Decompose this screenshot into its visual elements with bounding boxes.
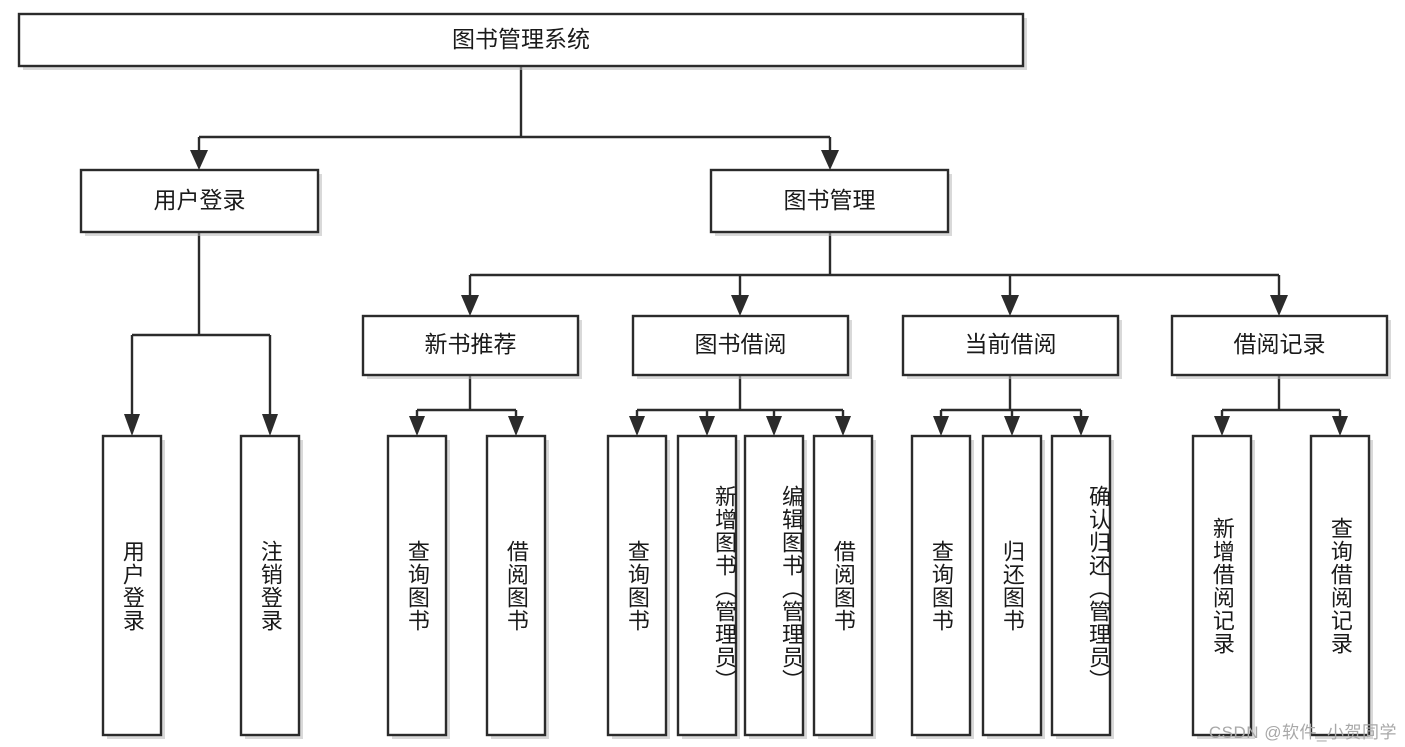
arrowhead-leaf-edit-book [766, 416, 782, 436]
leaf-node-edit-book[interactable] [743, 434, 807, 739]
leaf-node-add-borrow-record[interactable] [1191, 434, 1255, 739]
leaf-query-book-recommend-rect [386, 434, 448, 737]
book-management-label: 图书管理 [784, 187, 876, 213]
borrow-record-label: 借阅记录 [1234, 331, 1326, 357]
leaf-query-borrow-record-rect [1309, 434, 1371, 737]
connector-group [124, 66, 1348, 436]
arrowhead-leaf-user-login [124, 414, 140, 436]
arrowhead-leaf-add-book [699, 416, 715, 436]
arrowhead-current-borrow [1001, 295, 1019, 316]
leaf-node-query-book-borrow[interactable] [606, 434, 670, 739]
leaf-return-book-rect [981, 434, 1043, 737]
book-borrow-rect [631, 314, 850, 377]
user-login-label: 用户登录 [154, 187, 246, 213]
arrowhead-leaf-query-borrow-record [1332, 416, 1348, 436]
node-borrow-record[interactable]: 借阅记录 [1170, 314, 1391, 379]
node-book-borrow[interactable]: 图书借阅 [631, 314, 852, 379]
arrowhead-book-borrow [731, 295, 749, 316]
leaf-logout-login-rect [239, 434, 301, 737]
leaf-edit-book-rect [743, 434, 805, 737]
leaf-node-logout-login[interactable] [239, 434, 303, 739]
arrowhead-leaf-borrow-book [835, 416, 851, 436]
arrowhead-leaf-query-book-current [933, 416, 949, 436]
root-rect [17, 12, 1025, 68]
arrowhead-leaf-borrow-book-recommend [508, 416, 524, 436]
arrowhead-borrow-record [1270, 295, 1288, 316]
arrowhead-new-book-recommend [461, 295, 479, 316]
leaf-node-borrow-book-recommend[interactable] [485, 434, 549, 739]
leaf-confirm-return-rect [1050, 434, 1112, 737]
arrowhead-leaf-logout-login [262, 414, 278, 436]
arrowhead-user-login [190, 150, 208, 170]
arrowhead-leaf-query-book-recommend [409, 416, 425, 436]
arrowhead-leaf-add-borrow-record [1214, 416, 1230, 436]
leaf-node-query-borrow-record[interactable] [1309, 434, 1373, 739]
leaf-borrow-book-rect [812, 434, 874, 737]
arrowhead-leaf-return-book [1004, 416, 1020, 436]
leaf-user-login-rect [101, 434, 163, 737]
leaf-query-book-current-rect [910, 434, 972, 737]
leaf-node-query-book-current[interactable] [910, 434, 974, 739]
leaf-query-book-borrow-rect [606, 434, 668, 737]
borrow-record-rect [1170, 314, 1389, 377]
book-borrow-label: 图书借阅 [695, 331, 787, 357]
leaf-node-user-login[interactable] [101, 434, 165, 739]
current-borrow-rect [901, 314, 1120, 377]
new-book-recommend-label: 新书推荐 [425, 331, 517, 357]
node-user-login[interactable]: 用户登录 [79, 168, 322, 236]
csdn-watermark: CSDN @软件_小贺同学 [1208, 723, 1397, 742]
new-book-recommend-rect [361, 314, 580, 377]
node-book-management[interactable]: 图书管理 [709, 168, 952, 236]
arrowhead-book-management [821, 150, 839, 170]
book-management-rect [709, 168, 950, 234]
leaf-node-return-book[interactable] [981, 434, 1045, 739]
leaf-add-book-rect [676, 434, 738, 737]
leaf-node-borrow-book[interactable] [812, 434, 876, 739]
node-root[interactable]: 图书管理系统 [17, 12, 1027, 70]
user-login-rect [79, 168, 320, 234]
leaf-node-query-book-recommend[interactable] [386, 434, 450, 739]
arrowhead-leaf-confirm-return [1073, 416, 1089, 436]
node-new-book-recommend[interactable]: 新书推荐 [361, 314, 582, 379]
leaf-boxes [101, 434, 1373, 739]
leaf-add-borrow-record-rect [1191, 434, 1253, 737]
current-borrow-label: 当前借阅 [965, 331, 1057, 357]
arrowhead-leaf-query-book-borrow [629, 416, 645, 436]
leaf-node-confirm-return[interactable] [1050, 434, 1114, 739]
node-boxes: 图书管理系统 用户登录 图书管理 新书推荐 [17, 12, 1391, 739]
leaf-borrow-book-recommend-rect [485, 434, 547, 737]
root-label: 图书管理系统 [452, 26, 590, 52]
leaf-node-add-book[interactable] [676, 434, 740, 739]
node-current-borrow[interactable]: 当前借阅 [901, 314, 1122, 379]
